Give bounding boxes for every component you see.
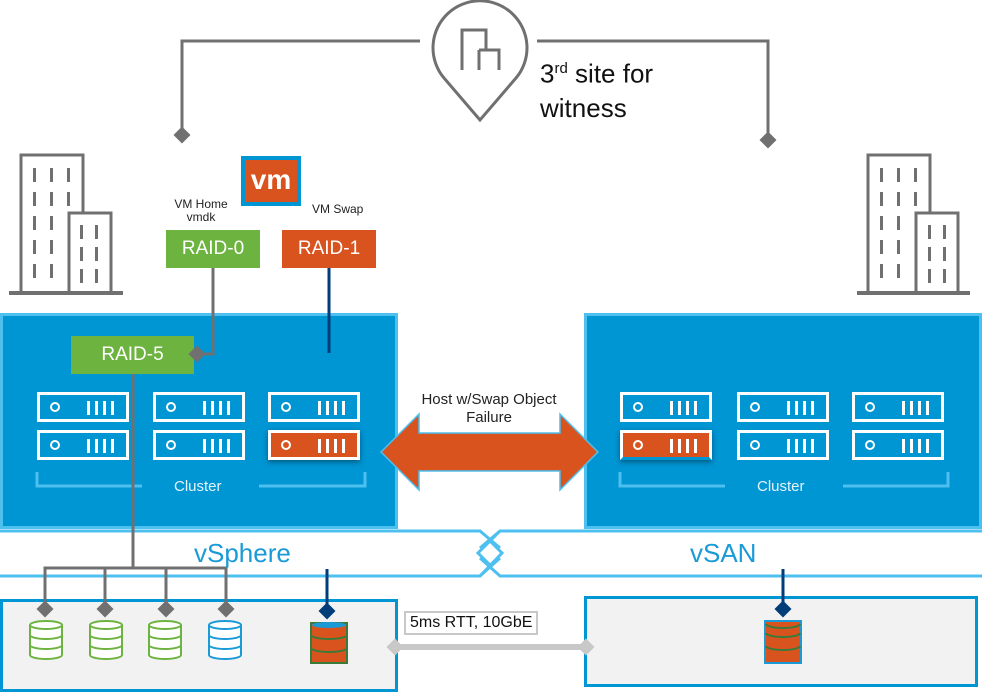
disk-icon (148, 620, 182, 660)
host-led-icon (281, 402, 291, 412)
host-led-icon (50, 440, 60, 450)
site-b-swap-diamond (774, 600, 792, 618)
raid-5-box: RAID-5 (71, 336, 194, 374)
building-icon-right (857, 153, 970, 295)
host-a3[interactable] (268, 392, 360, 422)
host-led-icon (50, 402, 60, 412)
host-led-icon (750, 440, 760, 450)
host-led-icon (166, 440, 176, 450)
disk-icon (89, 620, 123, 660)
raid0-to-raid5-connector (203, 268, 215, 356)
host-ports-icon (318, 401, 348, 415)
host-b5[interactable] (737, 430, 829, 460)
failure-label-line1: Host w/Swap Object (421, 391, 557, 408)
disk-connector-diamond (96, 600, 114, 618)
host-ports-icon (670, 439, 700, 453)
link-label: 5ms RTT, 10GbE (404, 611, 539, 635)
host-b4-failed[interactable] (620, 430, 712, 460)
host-ports-icon (318, 439, 348, 453)
swap-disk-icon-site-a (310, 622, 348, 664)
site-a-cluster-label: Cluster (174, 478, 222, 495)
witness-right-diamond (759, 131, 777, 149)
host-a5[interactable] (153, 430, 245, 460)
raid-1-box: RAID-1 (282, 230, 376, 268)
vm-badge: vm (241, 156, 301, 206)
host-ports-icon (787, 439, 817, 453)
host-ports-icon (902, 439, 932, 453)
disk-connector-diamond (36, 600, 54, 618)
witness-label: 3rd site for witness (540, 52, 653, 125)
raid-0-box: RAID-0 (166, 230, 260, 268)
host-a6-failed[interactable] (268, 430, 360, 460)
raid5-disk-connectors (43, 374, 228, 604)
failure-label: Host w/Swap Object Failure (396, 391, 582, 427)
building-icon-left (9, 153, 123, 295)
host-a2[interactable] (153, 392, 245, 422)
host-a4[interactable] (37, 430, 129, 460)
host-b3[interactable] (852, 392, 944, 422)
host-ports-icon (87, 439, 117, 453)
raid5-connector-diamond (188, 345, 206, 363)
site-b-cluster-label: Cluster (757, 478, 805, 495)
vm-home-label-line2: vmdk (186, 210, 216, 224)
witness-label-rest: site for (567, 58, 654, 89)
host-ports-icon (203, 439, 233, 453)
vsphere-label: vSphere (194, 538, 291, 568)
vm-swap-label: VM Swap (312, 202, 364, 216)
host-led-icon (865, 440, 875, 450)
witness-label-line2: witness (540, 92, 627, 123)
failure-double-arrow (379, 412, 600, 492)
failure-label-line2: Failure (466, 409, 512, 426)
disk-connector-diamond (157, 600, 175, 618)
host-a1[interactable] (37, 392, 129, 422)
host-led-icon (166, 402, 176, 412)
host-ports-icon (670, 401, 700, 415)
disk-icon (29, 620, 63, 660)
parity-disk-icon (208, 620, 242, 660)
host-led-icon (633, 402, 643, 412)
site-a-cluster-bracket-right (259, 472, 367, 488)
vm-badge-label: vm (250, 164, 292, 195)
link-diamond-left (386, 638, 404, 656)
vm-home-label-line1: VM Home (174, 197, 228, 211)
host-led-icon (633, 440, 643, 450)
site-a-cluster-bracket-left (35, 472, 142, 488)
witness-connector (180, 39, 770, 135)
site-b-cluster-bracket-right (843, 472, 950, 488)
vm-home-label: VM Home vmdk (166, 198, 236, 224)
witness-label-num: 3 (540, 58, 555, 89)
layer-link-icon (475, 529, 505, 578)
site-a-swap-diamond (318, 602, 336, 620)
disk-connector-diamond (217, 600, 235, 618)
host-b6[interactable] (852, 430, 944, 460)
swap-disk-icon-site-b (764, 620, 802, 664)
host-led-icon (750, 402, 760, 412)
host-ports-icon (87, 401, 117, 415)
host-ports-icon (902, 401, 932, 415)
vsan-label: vSAN (690, 538, 757, 568)
witness-left-diamond (173, 126, 191, 144)
host-b2[interactable] (737, 392, 829, 422)
link-diamond-right (577, 638, 595, 656)
host-ports-icon (787, 401, 817, 415)
host-led-icon (865, 402, 875, 412)
witness-label-sup: rd (554, 60, 568, 77)
host-ports-icon (203, 401, 233, 415)
location-pin-building-icon (431, 0, 529, 123)
host-b1[interactable] (620, 392, 712, 422)
site-b-cluster-bracket-left (618, 472, 725, 488)
host-led-icon (281, 440, 291, 450)
